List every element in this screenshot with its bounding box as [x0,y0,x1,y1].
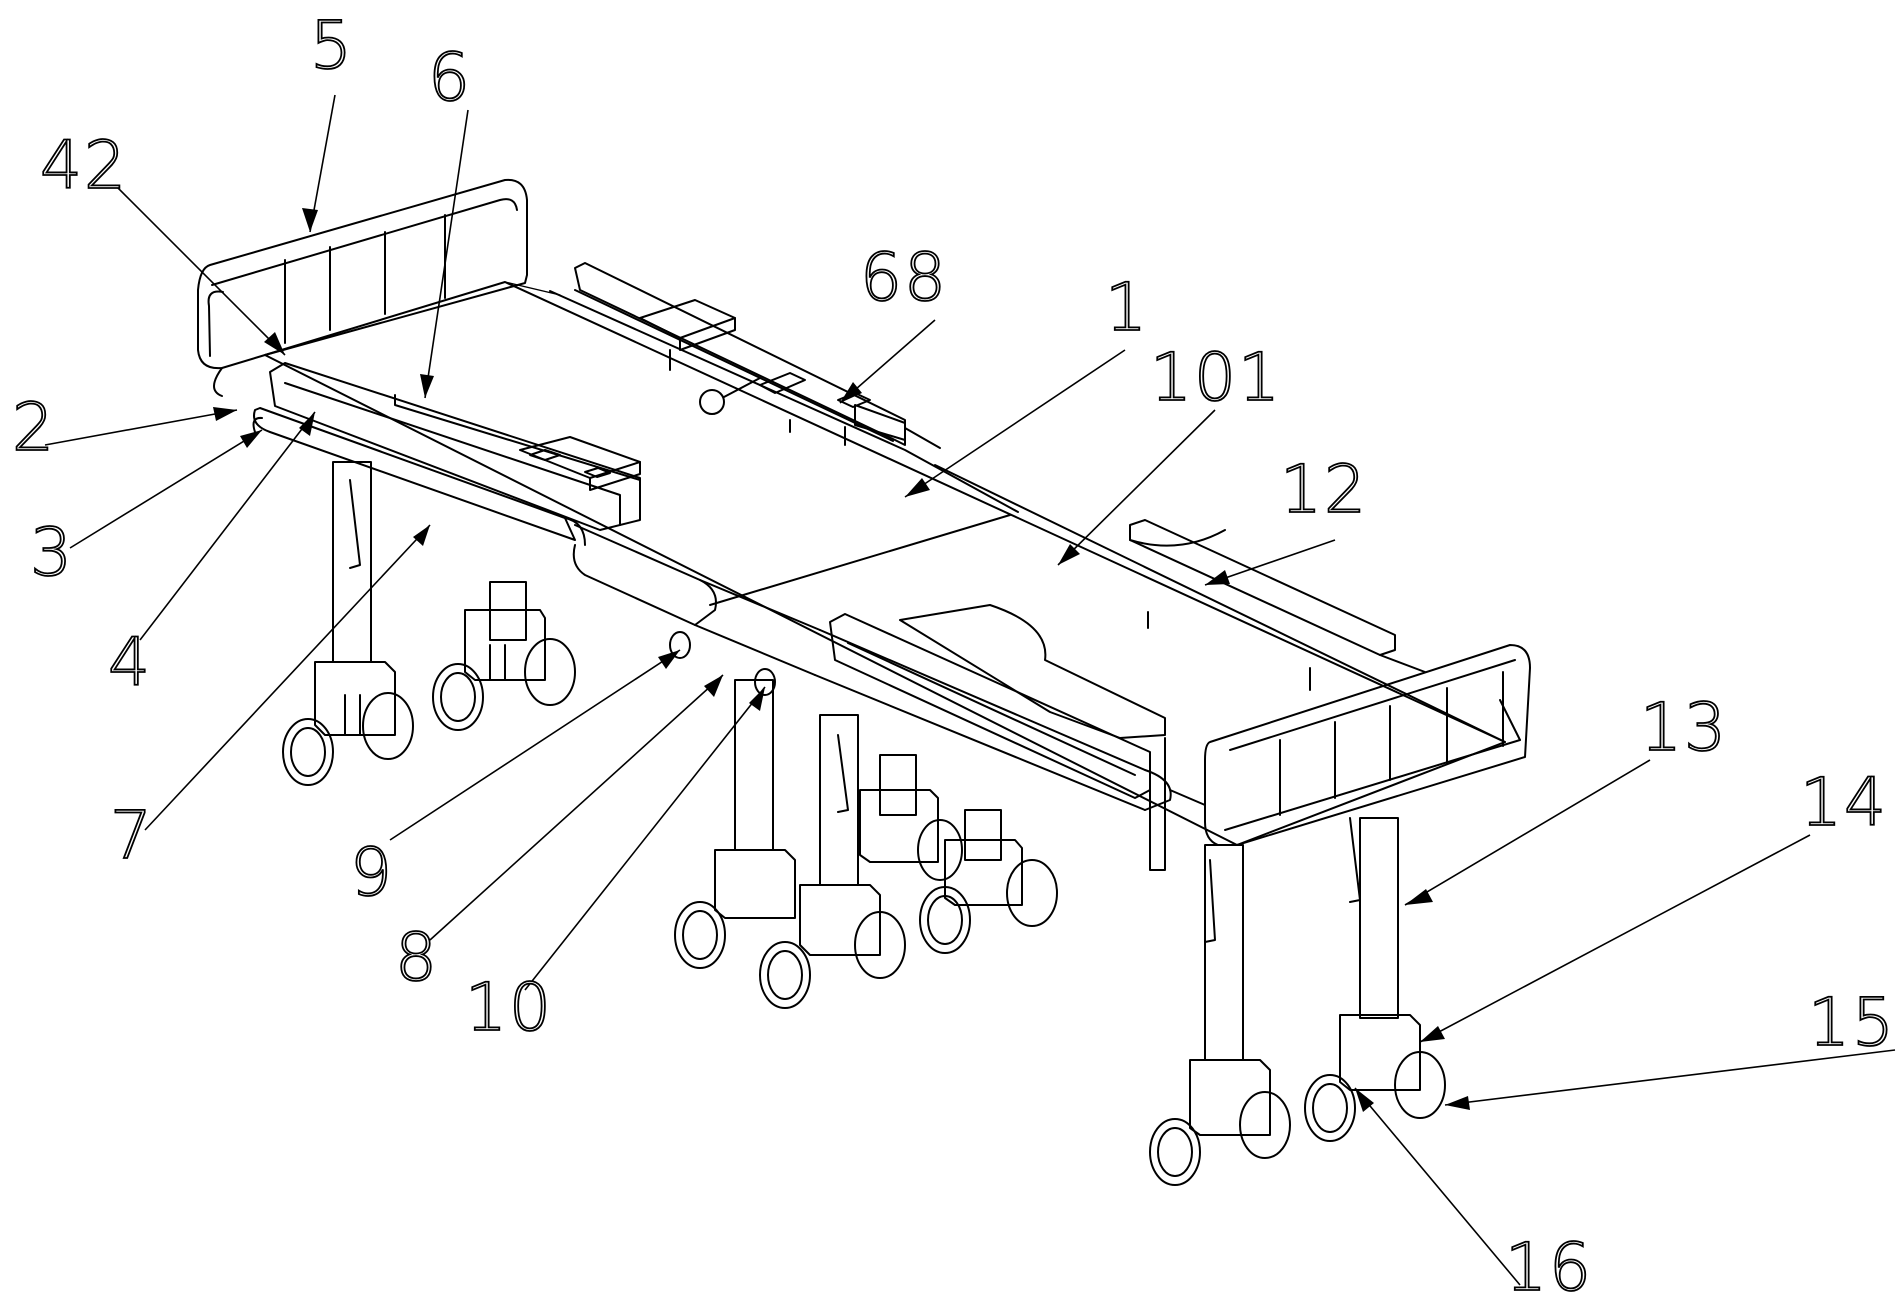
leg-set-a [282,461,414,786]
callout-14: 14 [1800,764,1888,841]
leader-9 [389,649,681,841]
leg-set-f [919,809,1058,954]
arrow-9 [658,650,680,669]
leader-15 [1444,1049,1896,1106]
arrow-101 [1058,544,1080,565]
arrow-6 [420,374,434,398]
leader-4 [139,411,316,641]
arrow-13 [1405,889,1433,905]
arrowheads [213,208,1470,1112]
leader-8 [429,674,724,941]
leader-10 [524,686,766,991]
bed-drawing [197,178,1531,1186]
callout-labels: 5 6 42 68 1 101 2 12 3 4 7 9 13 14 8 10 … [11,6,1896,1303]
callout-2: 2 [12,389,56,466]
arrow-10 [749,687,765,711]
support-plate [1129,519,1426,691]
leader-5 [309,94,336,233]
callout-10: 10 [465,969,553,1046]
leader-42 [114,184,286,356]
leg-set-d [759,714,906,1009]
arrow-8 [704,675,723,697]
rear-side-rail [574,262,941,449]
leg-set-b [432,581,576,731]
arrow-3 [240,430,262,448]
callout-8: 8 [395,919,439,996]
arrow-1 [905,478,930,497]
leg-set-e [859,754,963,881]
front-tube [572,524,1206,811]
leader-2 [44,409,238,446]
head-board [197,178,528,397]
arrow-14 [1420,1026,1445,1042]
callout-16: 16 [1505,1229,1593,1303]
arrow-42 [264,332,285,355]
callout-5: 5 [310,7,354,84]
foot-board [1204,644,1531,846]
callout-68: 68 [860,239,948,316]
callout-3: 3 [30,514,74,591]
callout-1: 1 [1105,269,1149,346]
leader-6 [424,109,469,399]
arrow-15 [1445,1096,1470,1110]
leader-3 [69,429,263,549]
arrow-7 [413,525,430,546]
arrow-16 [1355,1088,1374,1112]
callout-15: 15 [1808,984,1896,1061]
callout-42: 42 [40,127,128,204]
front-side-rail-head [252,362,641,546]
leg-set-c [674,679,796,969]
callout-13: 13 [1640,689,1728,766]
leader-13 [1404,759,1651,906]
arrow-68 [840,382,862,403]
leg-set-h [1304,817,1446,1142]
leg-set-g [1149,844,1291,1186]
leader-101 [1057,409,1216,566]
leader-1 [904,349,1126,498]
callout-7: 7 [110,797,154,874]
arrow-2 [213,407,237,421]
leader-7 [144,524,431,831]
callout-6: 6 [428,39,472,116]
front-side-rail-foot [829,604,1166,871]
bed-deck [264,281,1506,846]
callout-101: 101 [1150,339,1282,416]
arrow-12 [1205,570,1230,585]
arrow-5 [302,208,318,232]
leader-16 [1354,1087,1521,1286]
arrow-4 [299,412,315,436]
leader-lines [44,94,1896,1286]
callout-4: 4 [108,624,152,701]
leader-14 [1419,834,1811,1043]
leg-assemblies [282,461,1446,1186]
callout-12: 12 [1280,451,1368,528]
callout-9: 9 [350,834,394,911]
